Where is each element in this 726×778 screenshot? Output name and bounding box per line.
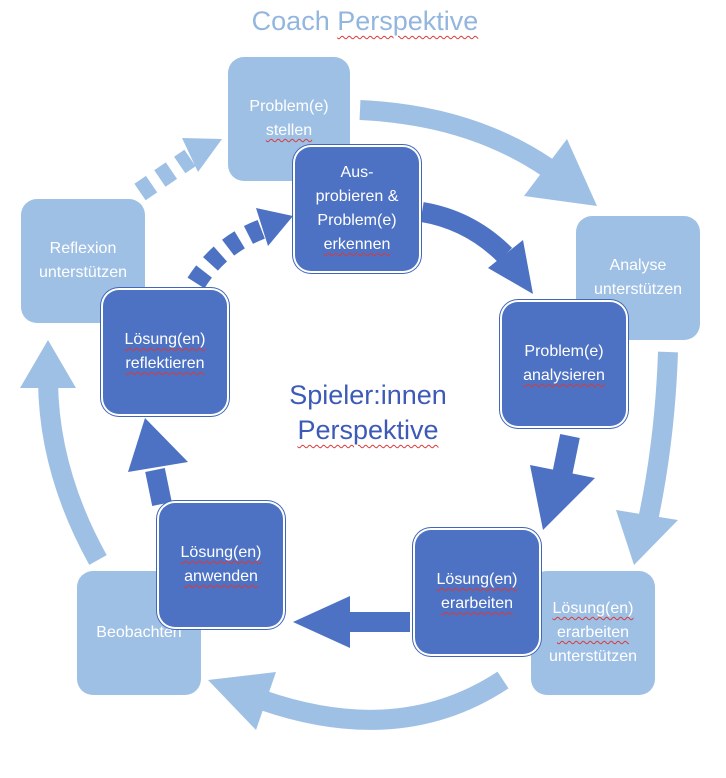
player-anwenden-line1: Lösung(en) xyxy=(180,544,262,561)
arrowhead-analysieren xyxy=(488,240,533,294)
player-reflektieren-line2: reflektieren xyxy=(125,355,205,372)
arrow-problem-to-analyse xyxy=(359,100,554,177)
player-ausprobieren-line2: probieren & xyxy=(315,188,399,205)
player-title-line1: Spieler:innen xyxy=(289,380,447,410)
player-reflektieren-line1: Lösung(en) xyxy=(124,331,206,348)
player-step-anwenden: Lösung(en) anwenden xyxy=(159,503,283,627)
arrowhead-beobachten xyxy=(208,672,276,730)
player-step-analysieren: Problem(e) analysieren xyxy=(502,302,626,426)
coach-step-loesung-erarbeiten: Lösung(en) erarbeiten unterstützen xyxy=(531,571,655,695)
player-ausprobieren-line3: Problem(e) xyxy=(317,212,397,229)
player-perspective-title: Spieler:innen Perspektive xyxy=(248,378,488,448)
coach-reflexion-line1: Reflexion xyxy=(49,240,117,257)
arrow-loesung-to-beobachten xyxy=(258,671,509,730)
player-ausprobieren-line1: Aus- xyxy=(340,164,374,181)
player-analysieren-line1: Problem(e) xyxy=(524,343,604,360)
arrowhead-erarbeiten xyxy=(530,465,595,530)
coach-step-reflexion: Reflexion unterstützen xyxy=(21,199,145,323)
coach-loesung-line2: erarbeiten xyxy=(556,624,630,641)
coach-perspective-title: Coach Perspektive xyxy=(220,6,510,37)
player-erarbeiten-line2: erarbeiten xyxy=(440,595,514,612)
coach-reflexion-line2: unterstützen xyxy=(38,264,128,281)
player-analysieren-line2: analysieren xyxy=(523,367,605,384)
arrowhead-loesung xyxy=(616,510,678,565)
arrowhead-reflexion xyxy=(20,340,76,388)
coach-perspective-word: Perspektive xyxy=(337,6,479,36)
arrow-ausprobieren-to-analysieren xyxy=(420,202,513,263)
player-step-erarbeiten: Lösung(en) erarbeiten xyxy=(415,530,539,654)
arrow-reflektieren-to-ausprobieren-dashed xyxy=(187,219,266,289)
coach-problem-line2: stellen xyxy=(265,122,313,139)
coach-loesung-line3: unterstützen xyxy=(548,648,638,665)
player-step-ausprobieren: Aus- probieren & Problem(e) erkennen xyxy=(295,147,419,271)
arrowhead-problem xyxy=(182,138,222,172)
player-ausprobieren-line4: erkennen xyxy=(323,236,391,253)
player-anwenden-line2: anwenden xyxy=(184,568,258,585)
coach-loesung-line1: Lösung(en) xyxy=(552,600,634,617)
coach-problem-line1: Problem(e) xyxy=(249,98,329,115)
arrow-beobachten-to-reflexion xyxy=(38,377,107,565)
arrow-analyse-to-loesung xyxy=(638,351,678,523)
player-title-line2: Perspektive xyxy=(297,415,439,445)
arrowhead-analyse xyxy=(524,139,597,206)
arrowhead-anwenden xyxy=(293,596,350,648)
player-erarbeiten-line1: Lösung(en) xyxy=(436,571,518,588)
arrowhead-reflektieren xyxy=(128,418,188,472)
player-step-reflektieren: Lösung(en) reflektieren xyxy=(103,290,227,414)
arrow-anwenden-to-reflektieren xyxy=(145,467,172,507)
arrowhead-ausprobieren xyxy=(256,208,293,246)
coach-word: Coach xyxy=(251,6,330,36)
coach-analyse-line2: unterstützen xyxy=(593,281,683,298)
coach-analyse-line1: Analyse xyxy=(609,257,667,274)
coach-beobachten-line1: Beobachten xyxy=(96,624,182,641)
arrow-reflexion-to-problem-dashed xyxy=(134,149,196,201)
